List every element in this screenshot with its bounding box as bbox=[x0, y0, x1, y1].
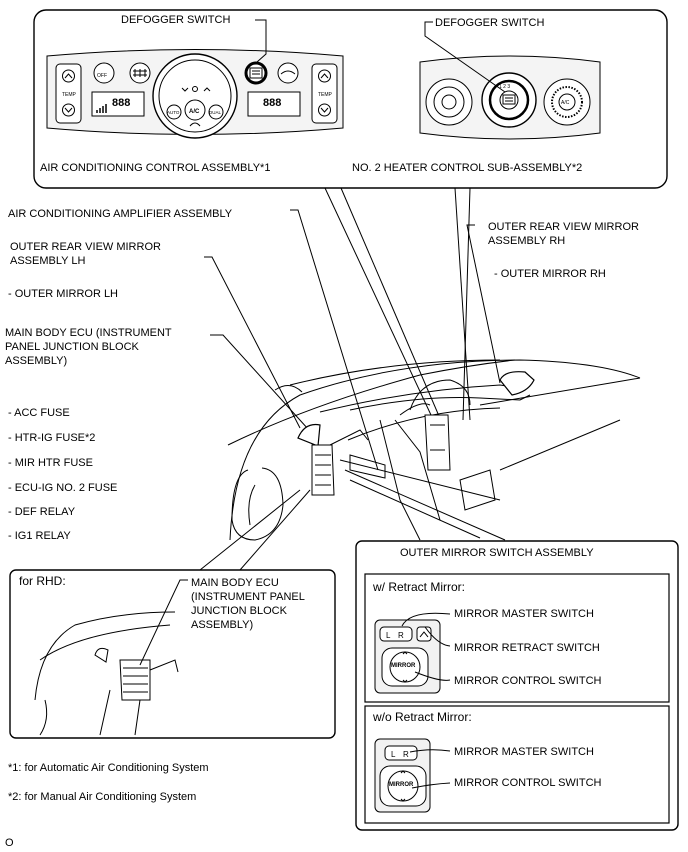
figure-code: O bbox=[5, 837, 14, 849]
label-main-body-ecu: MAIN BODY ECU (INSTRUMENT PANEL JUNCTION… bbox=[5, 327, 172, 367]
leader-rhd-ecu bbox=[139, 579, 188, 666]
leader-amplifier bbox=[290, 209, 379, 471]
svg-text:888: 888 bbox=[112, 97, 130, 109]
footnote-1: *1: for Automatic Air Conditioning Syste… bbox=[8, 762, 209, 774]
leader-mirror-switch-2 bbox=[344, 469, 506, 541]
leader-ac-assembly-to-car bbox=[324, 187, 439, 431]
leader-mirror-rh bbox=[466, 224, 501, 384]
leader-control-1 bbox=[414, 671, 451, 681]
label-acc-fuse: - ACC FUSE bbox=[8, 407, 70, 419]
label-ig1-relay: - IG1 RELAY bbox=[8, 530, 71, 542]
leader-master-2 bbox=[409, 749, 451, 753]
svg-text:TEMP: TEMP bbox=[62, 92, 77, 98]
svg-text:R: R bbox=[398, 631, 404, 640]
mirror-switch-box-frame bbox=[355, 540, 679, 831]
leader-heater-to-car bbox=[454, 187, 471, 421]
label-mirror-master-switch-1: MIRROR MASTER SWITCH bbox=[454, 608, 594, 620]
with-retract-frame bbox=[364, 573, 670, 703]
svg-text:1 2 3: 1 2 3 bbox=[499, 84, 510, 90]
label-ac-control-assembly: AIR CONDITIONING CONTROL ASSEMBLY*1 bbox=[40, 162, 271, 174]
rhd-car-drawing bbox=[34, 611, 179, 736]
label-outer-mirror-lh: OUTER REAR VIEW MIRROR ASSEMBLY LH bbox=[10, 241, 161, 267]
leader-rhd-2 bbox=[239, 489, 311, 571]
svg-text:R: R bbox=[403, 750, 409, 759]
svg-text:OFF: OFF bbox=[97, 73, 107, 79]
svg-text:L: L bbox=[386, 631, 391, 640]
switch-with-retract-drawing: L R bbox=[374, 619, 441, 694]
label-mirror-retract-switch: MIRROR RETRACT SWITCH bbox=[454, 642, 600, 654]
svg-text:A/C: A/C bbox=[189, 109, 200, 115]
ac-control-assembly-drawing: TEMP TEMP OFF 888 888 A/C AUTO DUAL bbox=[46, 49, 344, 139]
mirror-switch-box-title: OUTER MIRROR SWITCH ASSEMBLY bbox=[400, 547, 594, 559]
svg-text:888: 888 bbox=[263, 97, 281, 109]
label-mirror-master-switch-2: MIRROR MASTER SWITCH bbox=[454, 746, 594, 758]
switch-mirror-text-2: MIRROR bbox=[389, 782, 414, 788]
top-panel-frame bbox=[33, 9, 668, 189]
label-heater-control-sub: NO. 2 HEATER CONTROL SUB-ASSEMBLY*2 bbox=[352, 162, 583, 174]
heater-control-drawing: 1 2 3 A/C bbox=[419, 55, 601, 140]
switch-without-retract-drawing: L R bbox=[374, 738, 431, 813]
rhd-title: for RHD: bbox=[19, 574, 66, 588]
leader-defogger-left bbox=[255, 19, 267, 63]
svg-text:TEMP: TEMP bbox=[318, 92, 333, 98]
leader-main-body-ecu bbox=[210, 334, 319, 441]
switch-mirror-text-1: MIRROR bbox=[391, 663, 416, 669]
label-defogger-switch-right: DEFOGGER SWITCH bbox=[435, 17, 545, 29]
label-defogger-switch-left: DEFOGGER SWITCH bbox=[121, 14, 231, 26]
footnote-2: *2: for Manual Air Conditioning System bbox=[8, 791, 197, 803]
label-outer-mirror-rh-sub: - OUTER MIRROR RH bbox=[494, 268, 606, 280]
label-ac-amplifier: AIR CONDITIONING AMPLIFIER ASSEMBLY bbox=[8, 208, 233, 220]
leader-retract bbox=[424, 626, 451, 647]
with-retract-title: w/ Retract Mirror: bbox=[373, 580, 466, 594]
leader-control-2 bbox=[411, 782, 451, 789]
leader-mirror-lh bbox=[204, 256, 301, 429]
svg-text:AUTO: AUTO bbox=[167, 110, 180, 115]
rhd-box-frame bbox=[9, 569, 336, 739]
leader-master-1 bbox=[401, 612, 451, 627]
label-ecu-ig-fuse: - ECU-IG NO. 2 FUSE bbox=[8, 482, 118, 494]
label-outer-mirror-lh-sub: - OUTER MIRROR LH bbox=[8, 288, 118, 300]
svg-text:A/C: A/C bbox=[561, 100, 570, 106]
leader-mirror-switch-1 bbox=[349, 479, 481, 539]
svg-text:L: L bbox=[391, 750, 396, 759]
label-def-relay: - DEF RELAY bbox=[8, 506, 76, 518]
label-htr-ig-fuse: - HTR-IG FUSE*2 bbox=[8, 432, 96, 444]
svg-text:DUAL: DUAL bbox=[209, 110, 222, 115]
label-mirror-control-switch-2: MIRROR CONTROL SWITCH bbox=[454, 777, 602, 789]
label-mir-htr-fuse: - MIR HTR FUSE bbox=[8, 457, 93, 469]
without-retract-frame bbox=[364, 705, 670, 824]
label-rhd-main-body-ecu: MAIN BODY ECU (INSTRUMENT PANEL JUNCTION… bbox=[191, 577, 305, 631]
label-mirror-control-switch-1: MIRROR CONTROL SWITCH bbox=[454, 675, 602, 687]
leader-defogger-right bbox=[424, 21, 506, 93]
label-outer-mirror-rh: OUTER REAR VIEW MIRROR ASSEMBLY RH bbox=[488, 221, 639, 247]
car-interior-drawing bbox=[227, 359, 641, 541]
without-retract-title: w/o Retract Mirror: bbox=[373, 710, 472, 724]
